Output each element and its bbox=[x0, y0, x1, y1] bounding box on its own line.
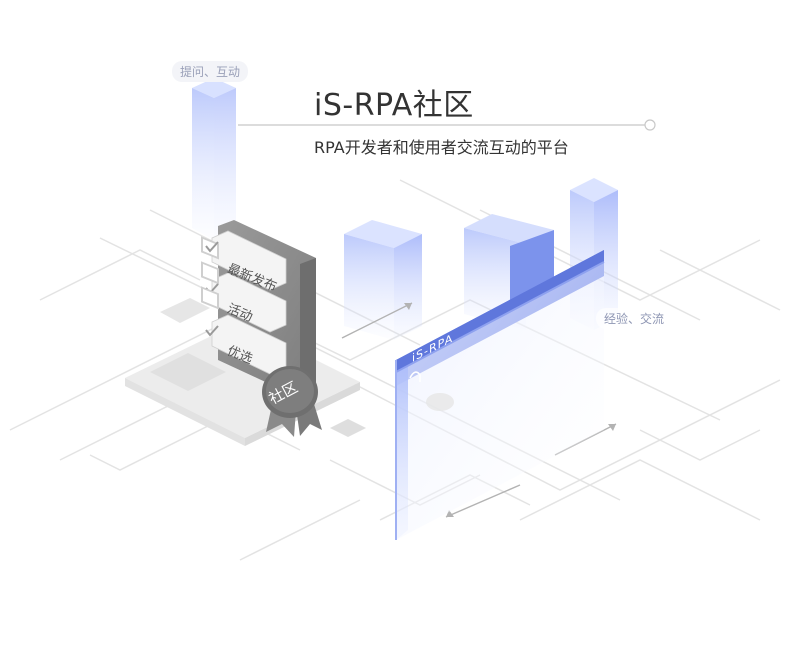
checkbox-icons bbox=[201, 236, 219, 337]
tag-experience: 经验、交流 bbox=[596, 308, 673, 329]
rpa-logo-icon bbox=[409, 371, 421, 382]
middle-pillars bbox=[344, 178, 618, 340]
page-title: iS-RPA社区 bbox=[314, 88, 474, 123]
menu-item-card-1 bbox=[211, 230, 287, 291]
rpa-screen bbox=[395, 250, 605, 540]
header-line bbox=[238, 119, 656, 131]
page-subtitle: RPA开发者和使用者交流互动的平台 bbox=[314, 138, 569, 157]
menu-board bbox=[201, 220, 322, 437]
tag-qa: 提问、互动 bbox=[172, 61, 249, 82]
left-pillar bbox=[192, 78, 236, 240]
community-badge-icon bbox=[262, 366, 322, 437]
